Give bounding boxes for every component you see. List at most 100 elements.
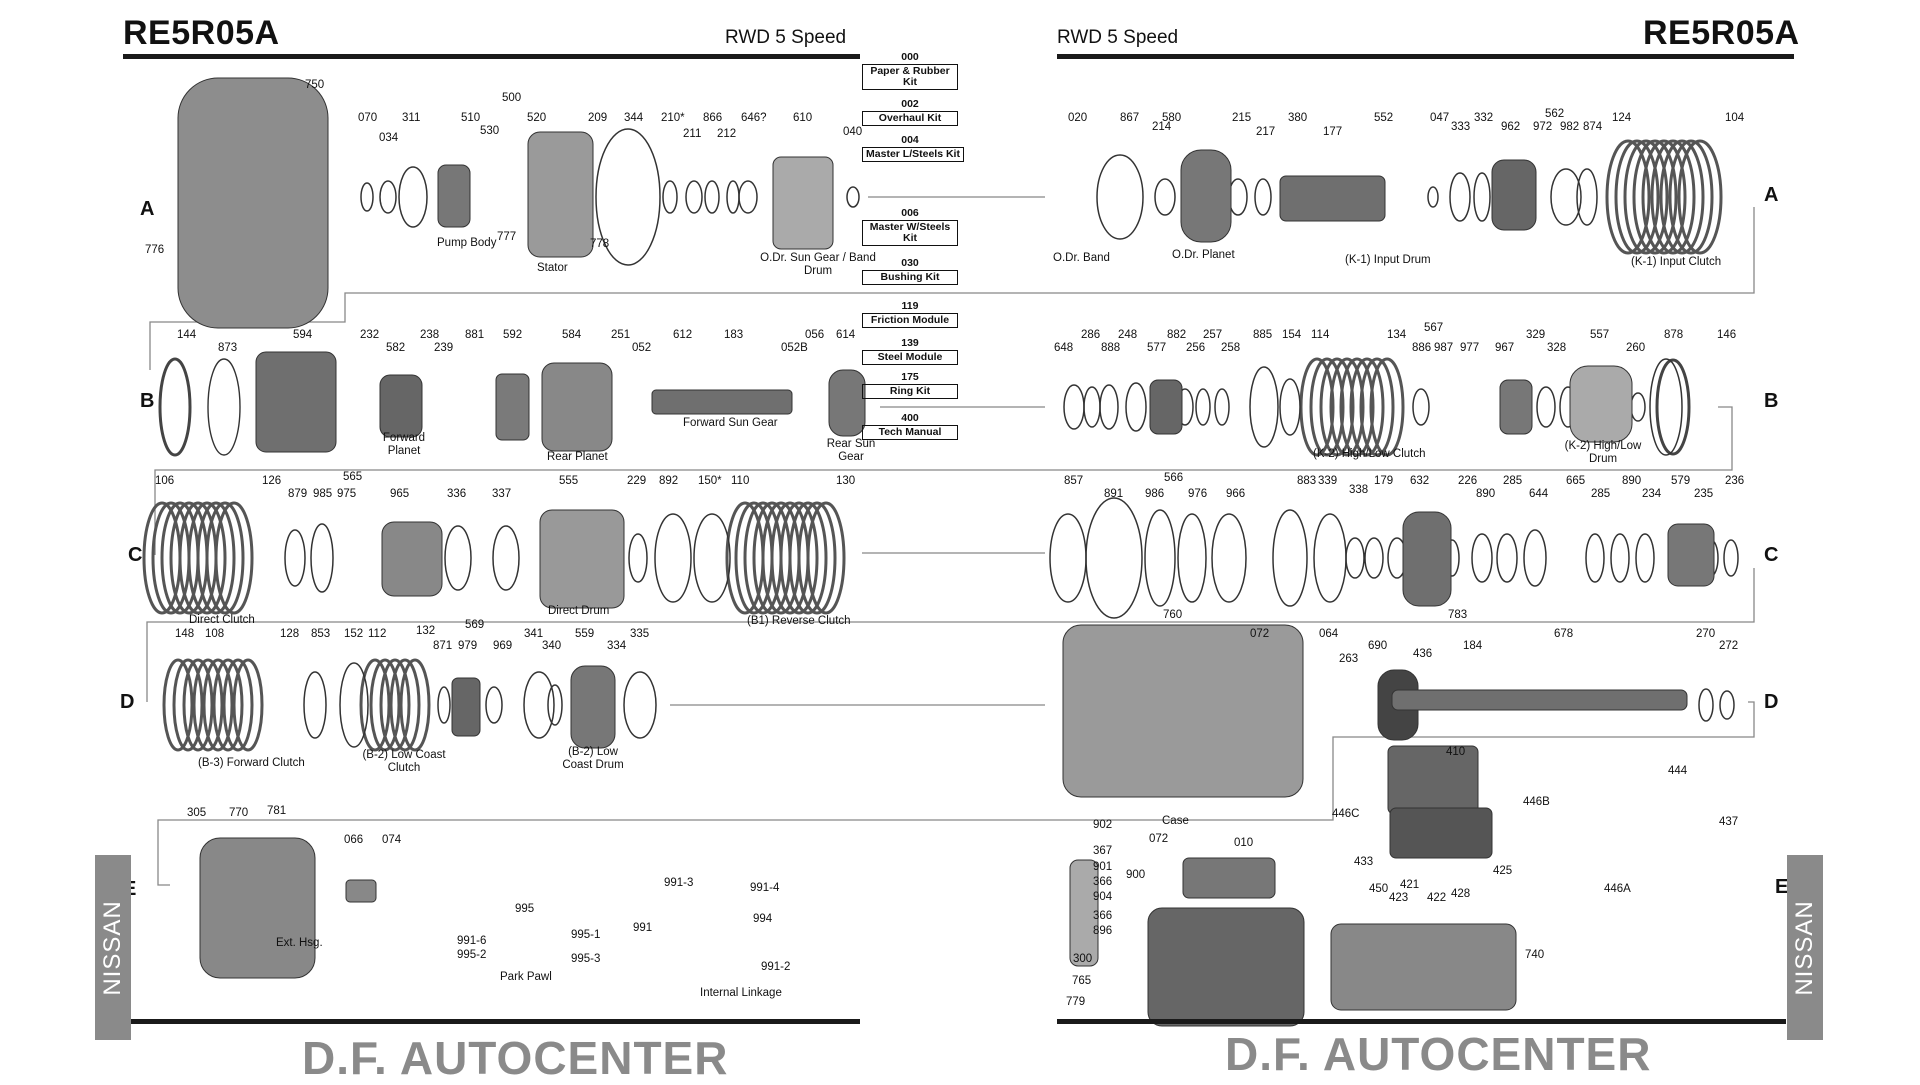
part-number-row-b: 987 bbox=[1434, 342, 1454, 354]
caption-case: Case bbox=[1162, 815, 1189, 827]
caption-direct-drum: Direct Drum bbox=[548, 605, 610, 617]
part-number-row-d: 559 bbox=[575, 628, 595, 640]
ring-part bbox=[662, 180, 678, 214]
part-number-row-c: 150* bbox=[698, 475, 722, 487]
part-number-row-b: 878 bbox=[1664, 329, 1684, 341]
part-number-row-b: 286 bbox=[1081, 329, 1101, 341]
part-number-row-c: 891 bbox=[1104, 488, 1124, 500]
part-number-row-d: 132 bbox=[416, 625, 436, 637]
part-number-row-b: 328 bbox=[1547, 342, 1567, 354]
ring-part bbox=[1719, 690, 1735, 720]
caption-direct-clutch: Direct Clutch bbox=[189, 614, 255, 626]
part-number-row-e: 425 bbox=[1493, 865, 1513, 877]
part-number-row-d: 341 bbox=[524, 628, 544, 640]
ring-part bbox=[303, 671, 327, 739]
ring-part bbox=[595, 128, 661, 266]
caption-b1-reverse-clutch: (B1) Reverse Clutch bbox=[747, 615, 851, 627]
flow-arrow-line bbox=[154, 406, 1733, 555]
ring-part bbox=[1177, 513, 1207, 603]
part-number-row-a: 776 bbox=[145, 244, 165, 256]
part-number-row-d: 064 bbox=[1319, 628, 1339, 640]
part-number-row-d: 334 bbox=[607, 640, 627, 652]
ring-part bbox=[1523, 529, 1547, 587]
part-number-row-e: 072 bbox=[1149, 833, 1169, 845]
part-number-row-e: 421 bbox=[1400, 879, 1420, 891]
ring-part bbox=[1299, 357, 1335, 457]
direct-piston bbox=[381, 521, 443, 597]
part-number-row-a: 333 bbox=[1451, 121, 1471, 133]
ring-part bbox=[1272, 509, 1308, 607]
part-number-row-b: 977 bbox=[1460, 342, 1480, 354]
solenoid-pack-446c bbox=[1389, 807, 1493, 859]
gear-579 bbox=[1667, 523, 1715, 587]
od-sun-gear-drum bbox=[772, 156, 834, 250]
part-number-row-a: 874 bbox=[1583, 121, 1603, 133]
part-housings bbox=[177, 77, 1715, 1027]
ring-part bbox=[172, 658, 204, 752]
part-number-row-c: 285 bbox=[1591, 488, 1611, 500]
part-number-row-e: 446B bbox=[1523, 796, 1550, 808]
ring-part bbox=[1659, 139, 1705, 255]
ring-part bbox=[1655, 358, 1691, 456]
part-number-row-c: 892 bbox=[659, 475, 679, 487]
part-number-row-c: 339 bbox=[1318, 475, 1338, 487]
stator bbox=[527, 131, 594, 258]
extension-housing bbox=[199, 837, 316, 979]
ring-part bbox=[1473, 172, 1491, 222]
kit-name: Steel Module bbox=[862, 350, 958, 365]
kit-name: Overhaul Kit bbox=[862, 111, 958, 126]
part-number-row-a: 500 bbox=[502, 92, 522, 104]
part-number-row-d: 853 bbox=[311, 628, 331, 640]
caption-k1-input-clutch: (K-1) Input Clutch bbox=[1631, 256, 1722, 268]
ring-part bbox=[398, 166, 428, 228]
part-number-row-d: 148 bbox=[175, 628, 195, 640]
ring-part bbox=[360, 182, 374, 212]
part-number-row-a: 344 bbox=[624, 112, 644, 124]
part-number-row-b: 258 bbox=[1221, 342, 1241, 354]
drum-967 bbox=[1499, 379, 1533, 435]
ring-part bbox=[214, 501, 254, 615]
part-number-row-b: 134 bbox=[1387, 329, 1407, 341]
part-number-row-c: 126 bbox=[262, 475, 282, 487]
ring-part bbox=[1228, 178, 1248, 216]
part-number-row-c: 985 bbox=[313, 488, 333, 500]
kit-code: 006 bbox=[901, 207, 919, 219]
caption-b2-low-coast-clutch: (B-2) Low Coast Clutch bbox=[362, 749, 446, 774]
part-number-row-a: 047 bbox=[1430, 112, 1450, 124]
part-number-row-b: 052B bbox=[781, 342, 808, 354]
ring-part bbox=[1211, 513, 1247, 603]
part-number-row-b: 238 bbox=[420, 329, 440, 341]
caption-b2-low-coast-drum: (B-2) Low Coast Drum bbox=[562, 746, 624, 771]
part-number-row-b: 052 bbox=[632, 342, 652, 354]
ring-part bbox=[788, 501, 828, 615]
ring-part bbox=[1369, 357, 1405, 457]
part-number-row-e: 366 bbox=[1093, 910, 1113, 922]
part-number-row-c: 226 bbox=[1458, 475, 1478, 487]
part-number-row-a: 982 bbox=[1560, 121, 1580, 133]
part-number-row-a: 520 bbox=[527, 112, 547, 124]
part-number-row-a: 211 bbox=[683, 128, 702, 140]
forward-sun-gear-shaft bbox=[651, 389, 793, 415]
part-number-row-e: 433 bbox=[1354, 856, 1374, 868]
part-number-row-d: 184 bbox=[1463, 640, 1483, 652]
part-number-row-b: 584 bbox=[562, 329, 582, 341]
ring-part bbox=[1099, 384, 1119, 430]
rear-sun-gear bbox=[828, 369, 866, 437]
caption-pump-body: Pump Body bbox=[437, 237, 497, 249]
part-number-row-c: 857 bbox=[1064, 475, 1084, 487]
part-number-row-b: 582 bbox=[386, 342, 406, 354]
row-label-e-right: E bbox=[1775, 876, 1789, 898]
ring-part bbox=[1195, 388, 1211, 426]
od-planet bbox=[1180, 149, 1232, 243]
ring-part bbox=[654, 513, 692, 603]
part-number-row-c: 110 bbox=[731, 475, 750, 487]
subtitle-right: RWD 5 Speed bbox=[1057, 27, 1179, 48]
gear-577 bbox=[1149, 379, 1183, 435]
part-number-row-b: 882 bbox=[1167, 329, 1187, 341]
bell-housing bbox=[177, 77, 329, 329]
kit-name: Tech Manual bbox=[862, 425, 958, 440]
ring-part bbox=[1329, 357, 1365, 457]
valve-body-740 bbox=[1330, 923, 1517, 1011]
